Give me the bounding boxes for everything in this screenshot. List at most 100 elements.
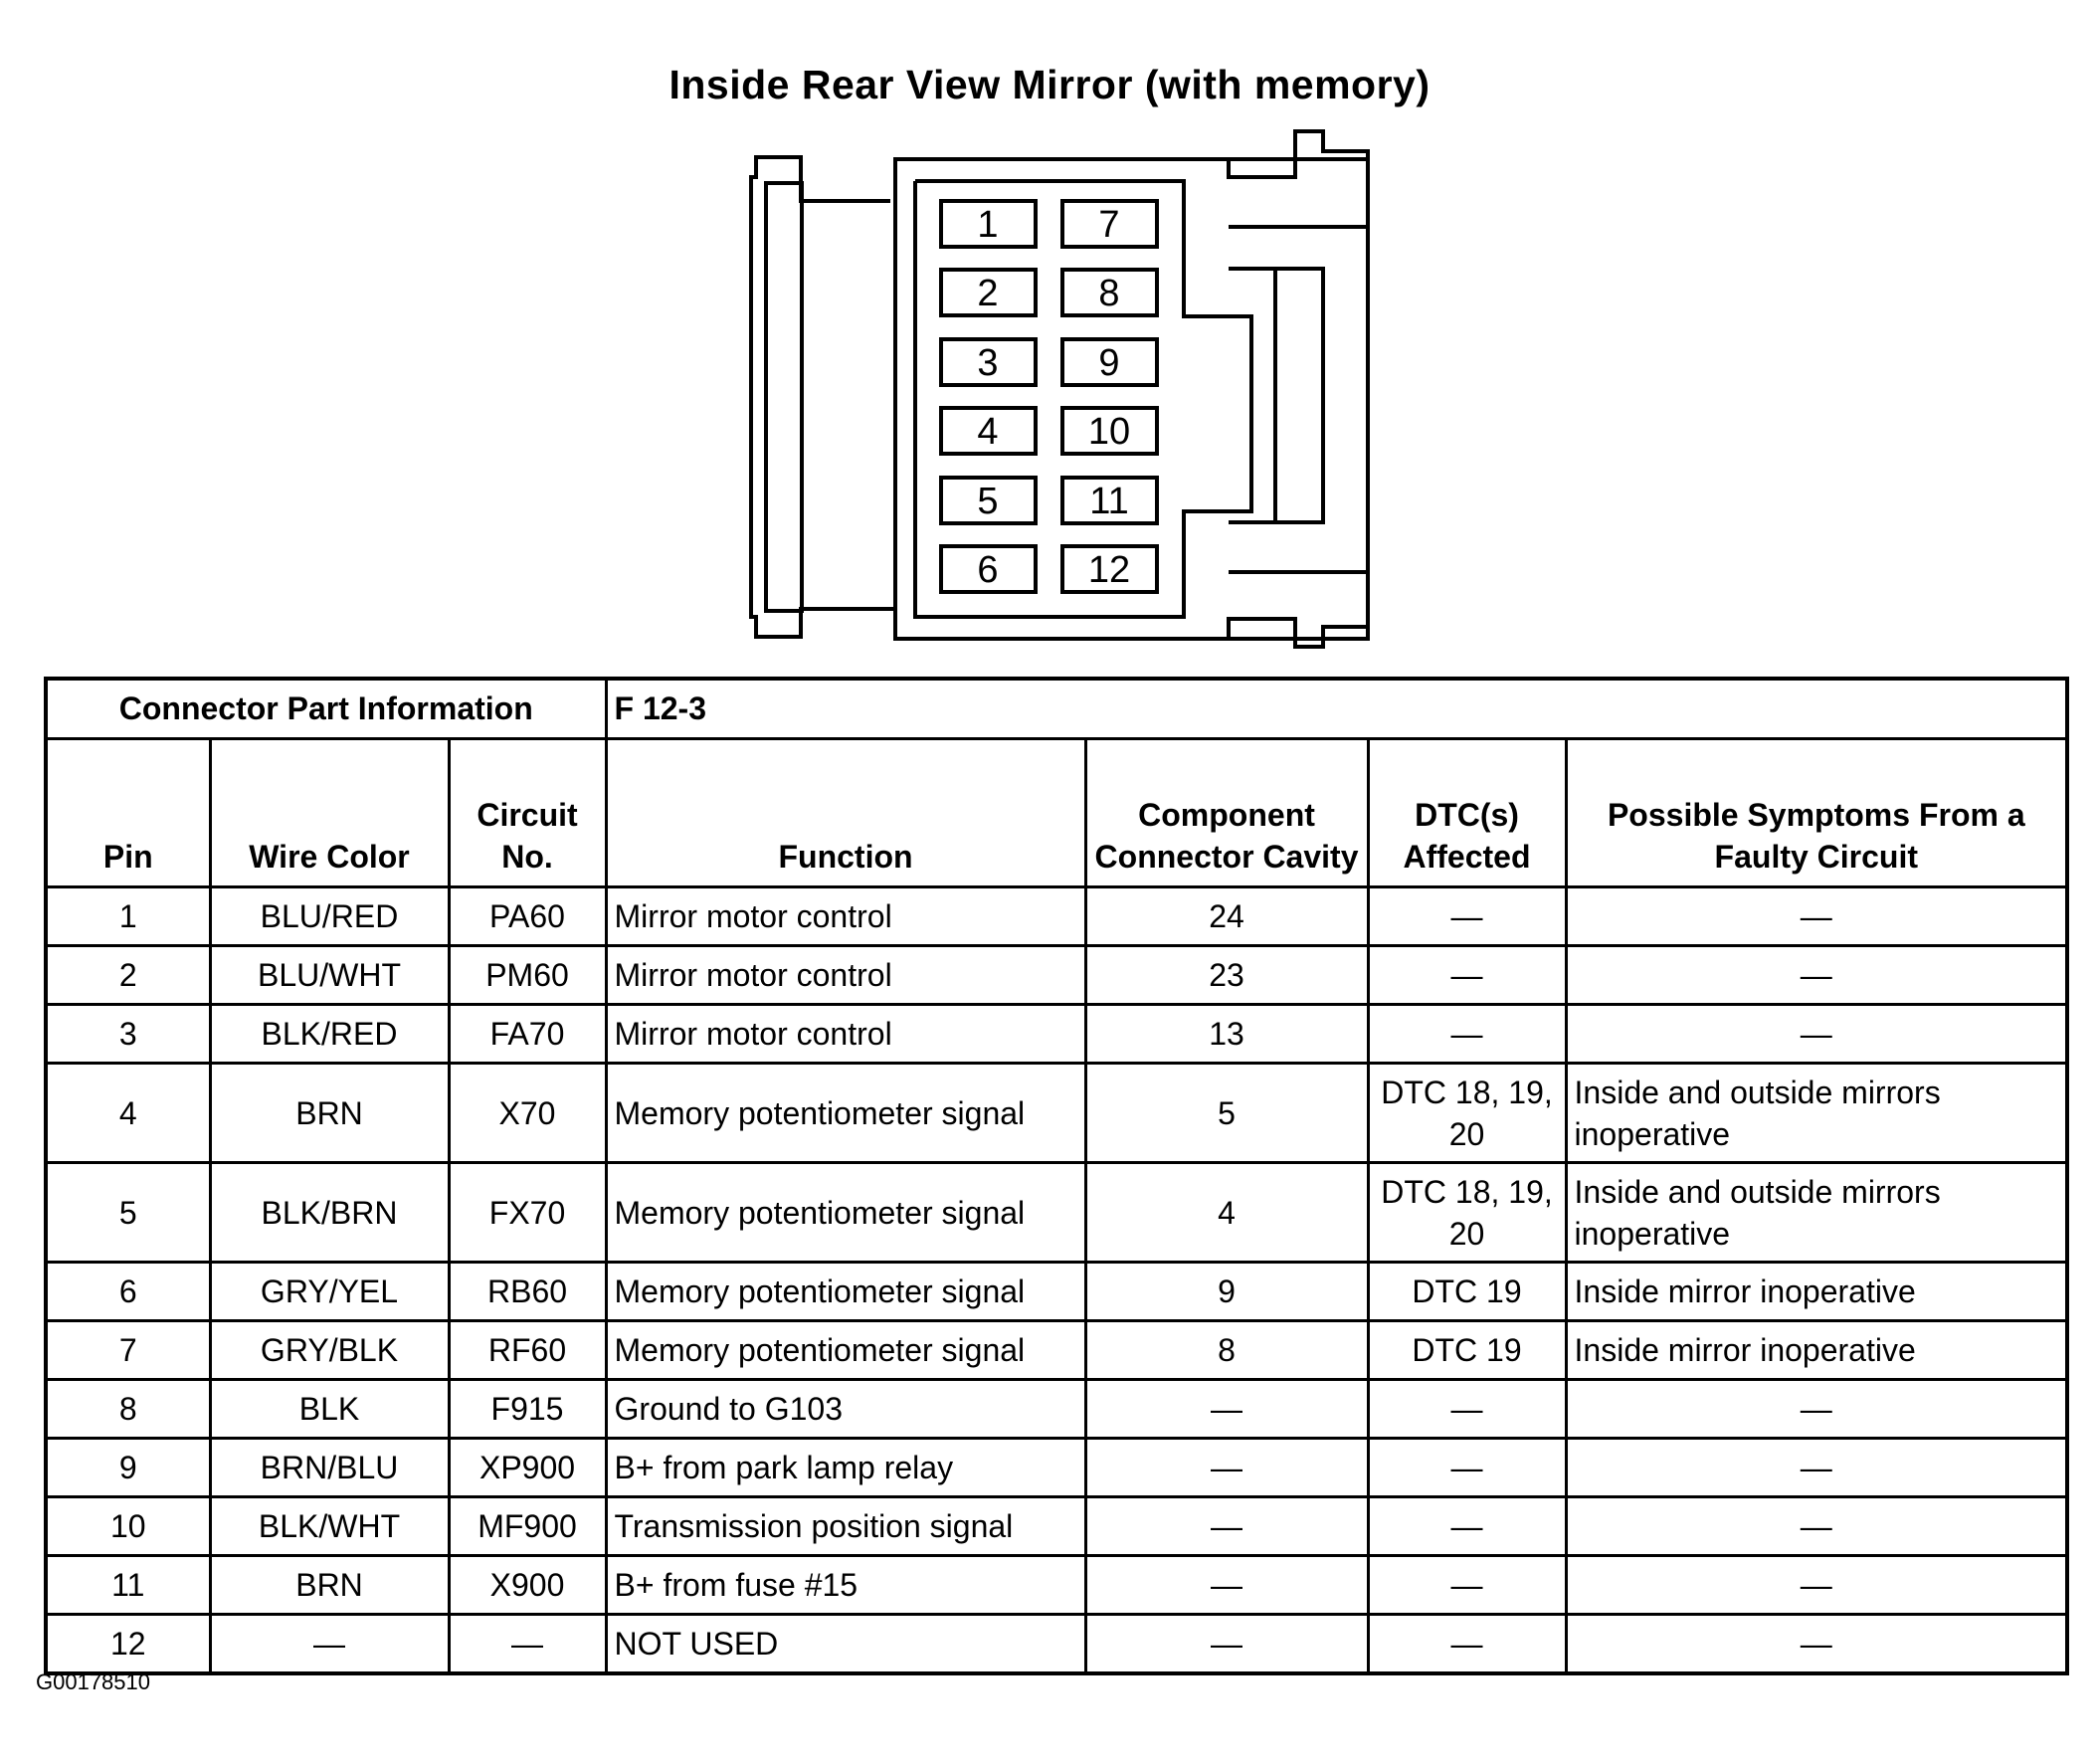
cell-circuit: X900: [447, 1554, 608, 1616]
cell-function: Memory potentiometer signal: [604, 1261, 1087, 1322]
cell-function: Mirror motor control: [604, 885, 1087, 947]
cell-dtc: —: [1366, 1378, 1568, 1440]
cell-pin: 8: [44, 1378, 212, 1440]
cell-wire-color: BRN/BLU: [208, 1437, 451, 1498]
cell-cavity: —: [1083, 1437, 1370, 1498]
cell-dtc: —: [1366, 1437, 1568, 1498]
cavity-label: 2: [977, 273, 998, 314]
cell-function: B+ from park lamp relay: [604, 1437, 1087, 1498]
table-row: 12——NOT USED———: [44, 1613, 2069, 1675]
header-circuit: Circuit No.: [447, 737, 608, 888]
cell-circuit: FX70: [447, 1161, 608, 1264]
cell-cavity: 8: [1083, 1319, 1370, 1381]
cell-circuit: RF60: [447, 1319, 608, 1381]
cell-circuit: —: [447, 1613, 608, 1675]
cell-pin: 5: [44, 1161, 212, 1264]
cell-function: Memory potentiometer signal: [604, 1319, 1087, 1381]
cell-symptoms: —: [1564, 1554, 2069, 1616]
cell-dtc: DTC 18, 19, 20: [1366, 1161, 1568, 1264]
cell-pin: 6: [44, 1261, 212, 1322]
cell-pin: 10: [44, 1495, 212, 1557]
cell-cavity: —: [1083, 1495, 1370, 1557]
cavity-label: 4: [977, 411, 998, 453]
cell-wire-color: BRN: [208, 1062, 451, 1164]
cavity-label: 8: [1098, 273, 1119, 314]
cell-symptoms: Inside and outside mirrors inoperative: [1564, 1062, 2069, 1164]
part-info-value: F 12-3: [604, 677, 2069, 740]
header-symptoms: Possible Symptoms From a Faulty Circuit: [1564, 737, 2069, 888]
header-cavity: Component Connector Cavity: [1083, 737, 1370, 888]
cell-wire-color: BLU/WHT: [208, 944, 451, 1006]
cavity-label: 5: [977, 481, 998, 522]
cell-function: Mirror motor control: [604, 1003, 1087, 1065]
cell-wire-color: BLK/RED: [208, 1003, 451, 1065]
header-wire-color: Wire Color: [208, 737, 451, 888]
cell-circuit: XP900: [447, 1437, 608, 1498]
cavity-label: 12: [1088, 549, 1130, 591]
cell-symptoms: Inside mirror inoperative: [1564, 1319, 2069, 1381]
cell-circuit: PM60: [447, 944, 608, 1006]
cell-dtc: —: [1366, 944, 1568, 1006]
cell-symptoms: —: [1564, 1613, 2069, 1675]
cell-dtc: —: [1366, 1613, 1568, 1675]
cavity-label: 1: [977, 204, 998, 246]
cell-pin: 4: [44, 1062, 212, 1164]
cell-function: NOT USED: [604, 1613, 1087, 1675]
cell-dtc: DTC 19: [1366, 1261, 1568, 1322]
cavity-label: 11: [1089, 481, 1128, 522]
cell-symptoms: —: [1564, 1378, 2069, 1440]
cell-symptoms: —: [1564, 1495, 2069, 1557]
cell-wire-color: BLK/WHT: [208, 1495, 451, 1557]
figure-id: G00178510: [36, 1669, 150, 1694]
header-row: Pin Wire Color Circuit No. Function Comp…: [44, 737, 2069, 888]
cell-symptoms: —: [1564, 885, 2069, 947]
cell-cavity: —: [1083, 1613, 1370, 1675]
cell-wire-color: BLK: [208, 1378, 451, 1440]
cell-function: Ground to G103: [604, 1378, 1087, 1440]
connector-face-drawing: 1 2 3 4 5 6 7 8 9 10 11 12: [749, 129, 1370, 649]
cell-wire-color: —: [208, 1613, 451, 1675]
cell-symptoms: Inside mirror inoperative: [1564, 1261, 2069, 1322]
part-info-row: Connector Part Information F 12-3: [44, 677, 2069, 740]
cell-function: Transmission position signal: [604, 1495, 1087, 1557]
cell-dtc: DTC 18, 19, 20: [1366, 1062, 1568, 1164]
cell-pin: 9: [44, 1437, 212, 1498]
cell-pin: 7: [44, 1319, 212, 1381]
cell-circuit: FA70: [447, 1003, 608, 1065]
cell-cavity: 5: [1083, 1062, 1370, 1164]
cell-dtc: —: [1366, 1495, 1568, 1557]
cavity-label: 7: [1098, 204, 1119, 246]
cell-symptoms: —: [1564, 944, 2069, 1006]
cell-cavity: 24: [1083, 885, 1370, 947]
cell-wire-color: BLU/RED: [208, 885, 451, 947]
cell-pin: 12: [44, 1613, 212, 1675]
cell-dtc: —: [1366, 1003, 1568, 1065]
header-pin: Pin: [44, 737, 212, 888]
cell-wire-color: GRY/BLK: [208, 1319, 451, 1381]
cell-dtc: —: [1366, 885, 1568, 947]
cell-pin: 11: [44, 1554, 212, 1616]
cell-circuit: MF900: [447, 1495, 608, 1557]
cell-function: B+ from fuse #15: [604, 1554, 1087, 1616]
cell-wire-color: GRY/YEL: [208, 1261, 451, 1322]
cell-cavity: 4: [1083, 1161, 1370, 1264]
cell-dtc: —: [1366, 1554, 1568, 1616]
cell-cavity: 23: [1083, 944, 1370, 1006]
cell-cavity: 9: [1083, 1261, 1370, 1322]
cell-cavity: —: [1083, 1554, 1370, 1616]
cell-circuit: PA60: [447, 885, 608, 947]
cavity-label: 6: [977, 549, 998, 591]
header-dtc: DTC(s) Affected: [1366, 737, 1568, 888]
part-info-label: Connector Part Information: [44, 677, 608, 740]
cell-function: Memory potentiometer signal: [604, 1161, 1087, 1264]
cell-dtc: DTC 19: [1366, 1319, 1568, 1381]
header-function: Function: [604, 737, 1087, 888]
cavity-label: 9: [1098, 342, 1119, 384]
